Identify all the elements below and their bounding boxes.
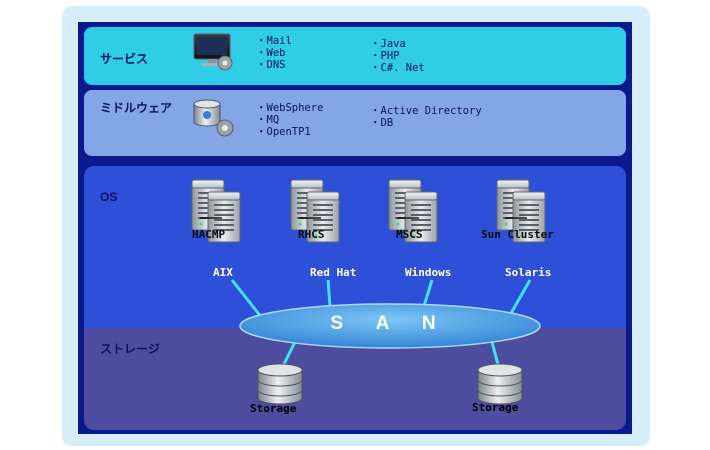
os-label-aix: AIX	[213, 266, 233, 279]
cluster-label-hacmp: HACMP	[192, 228, 226, 241]
os-label-redhat: Red Hat	[310, 266, 357, 279]
server-cluster-mscs	[388, 179, 438, 243]
list-item: C#. Net	[370, 62, 425, 74]
os-label-windows: Windows	[405, 266, 452, 279]
monitor-gear-icon	[193, 33, 233, 71]
cluster-label-mscs: MSCS	[396, 228, 423, 241]
services-layer	[84, 27, 626, 85]
os-label-solaris: Solaris	[505, 266, 552, 279]
server-cluster-hacmp	[191, 179, 241, 243]
list-item: Web	[256, 47, 292, 59]
layer-label-services: サービス	[100, 52, 149, 66]
storage-label-2: Storage	[472, 401, 519, 414]
layer-label-os: OS	[100, 190, 118, 204]
middleware-list-2: Active Directory DB	[370, 105, 482, 129]
database-gear-icon	[193, 99, 234, 137]
cluster-label-rhcs: RHCS	[298, 228, 325, 241]
link-solaris	[508, 279, 532, 316]
list-item: MQ	[256, 114, 323, 126]
list-item: DNS	[256, 59, 292, 71]
layer-label-storage: ストレージ	[100, 342, 160, 356]
storage-device-icon	[257, 363, 303, 405]
link-windows	[422, 279, 434, 307]
storage-device-icon	[477, 363, 523, 405]
services-list-1: Mail Web DNS	[256, 35, 292, 71]
link-redhat	[326, 279, 332, 307]
server-cluster-rhcs	[290, 179, 340, 243]
list-item: Mail	[256, 35, 292, 47]
list-item: PHP	[370, 50, 425, 62]
list-item: DB	[370, 117, 482, 129]
storage-label-1: Storage	[250, 402, 297, 415]
middleware-layer	[84, 90, 626, 156]
list-item: WebSphere	[256, 102, 324, 114]
list-item: OpenTP1	[256, 126, 323, 138]
cluster-label-sun-cluster: Sun Cluster	[481, 228, 554, 241]
layer-label-middleware: ミドルウェア	[100, 101, 173, 115]
list-item: Active Directory	[370, 105, 482, 117]
san-label: S A N	[330, 313, 450, 334]
middleware-list-1: WebSphere MQ OpenTP1	[256, 102, 324, 138]
server-cluster-sun	[496, 179, 546, 243]
link-aix	[230, 279, 264, 319]
services-list-2: Java PHP C#. Net	[370, 38, 425, 74]
san-ellipse	[239, 303, 541, 349]
list-item: Java	[370, 38, 425, 50]
